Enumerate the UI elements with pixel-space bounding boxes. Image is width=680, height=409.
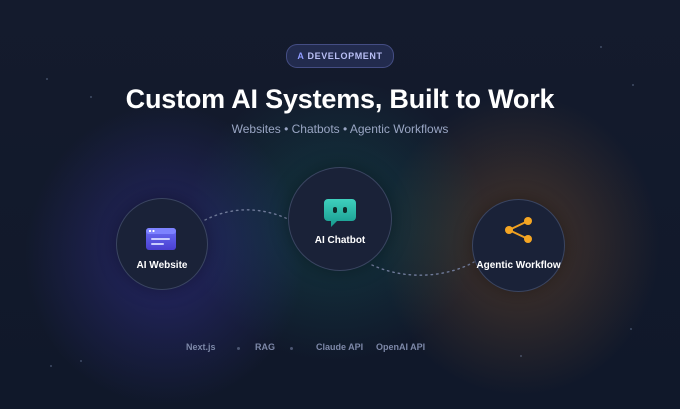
- chat-bubble-icon: [324, 199, 356, 227]
- page-subtitle: Websites • Chatbots • Agentic Workflows: [231, 122, 449, 136]
- star-speck: [632, 84, 634, 86]
- separator-dot: [290, 347, 293, 350]
- star-speck: [80, 360, 82, 362]
- tech-item: RAG: [255, 342, 275, 352]
- separator-dot: [237, 347, 240, 350]
- browser-window-icon: [146, 228, 176, 250]
- node-label: Agentic Workflow: [476, 260, 561, 271]
- star-speck: [46, 78, 48, 80]
- star-speck: [520, 355, 522, 357]
- share-nodes-icon: [505, 217, 532, 243]
- star-speck: [50, 365, 52, 367]
- badge-label: DEVELOPMENT: [307, 51, 383, 61]
- ai-chip-icon: A: [297, 51, 305, 61]
- star-speck: [630, 328, 632, 330]
- connector-chatbot-workflow: [371, 261, 475, 276]
- tech-item: Claude API: [316, 342, 364, 352]
- node-ai-website[interactable]: AI Website: [116, 198, 208, 290]
- node-label: AI Website: [136, 260, 188, 271]
- node-ai-chatbot[interactable]: AI Chatbot: [288, 167, 392, 271]
- connector-website-chatbot: [204, 209, 291, 221]
- star-speck: [90, 96, 92, 98]
- tech-item: OpenAI API: [376, 342, 426, 352]
- star-speck: [600, 46, 602, 48]
- node-agentic-workflow[interactable]: Agentic Workflow: [472, 199, 565, 292]
- category-badge: A DEVELOPMENT: [286, 44, 394, 68]
- node-label: AI Chatbot: [314, 235, 366, 246]
- tech-item: Next.js: [186, 342, 216, 352]
- page-title: Custom AI Systems, Built to Work: [125, 84, 555, 114]
